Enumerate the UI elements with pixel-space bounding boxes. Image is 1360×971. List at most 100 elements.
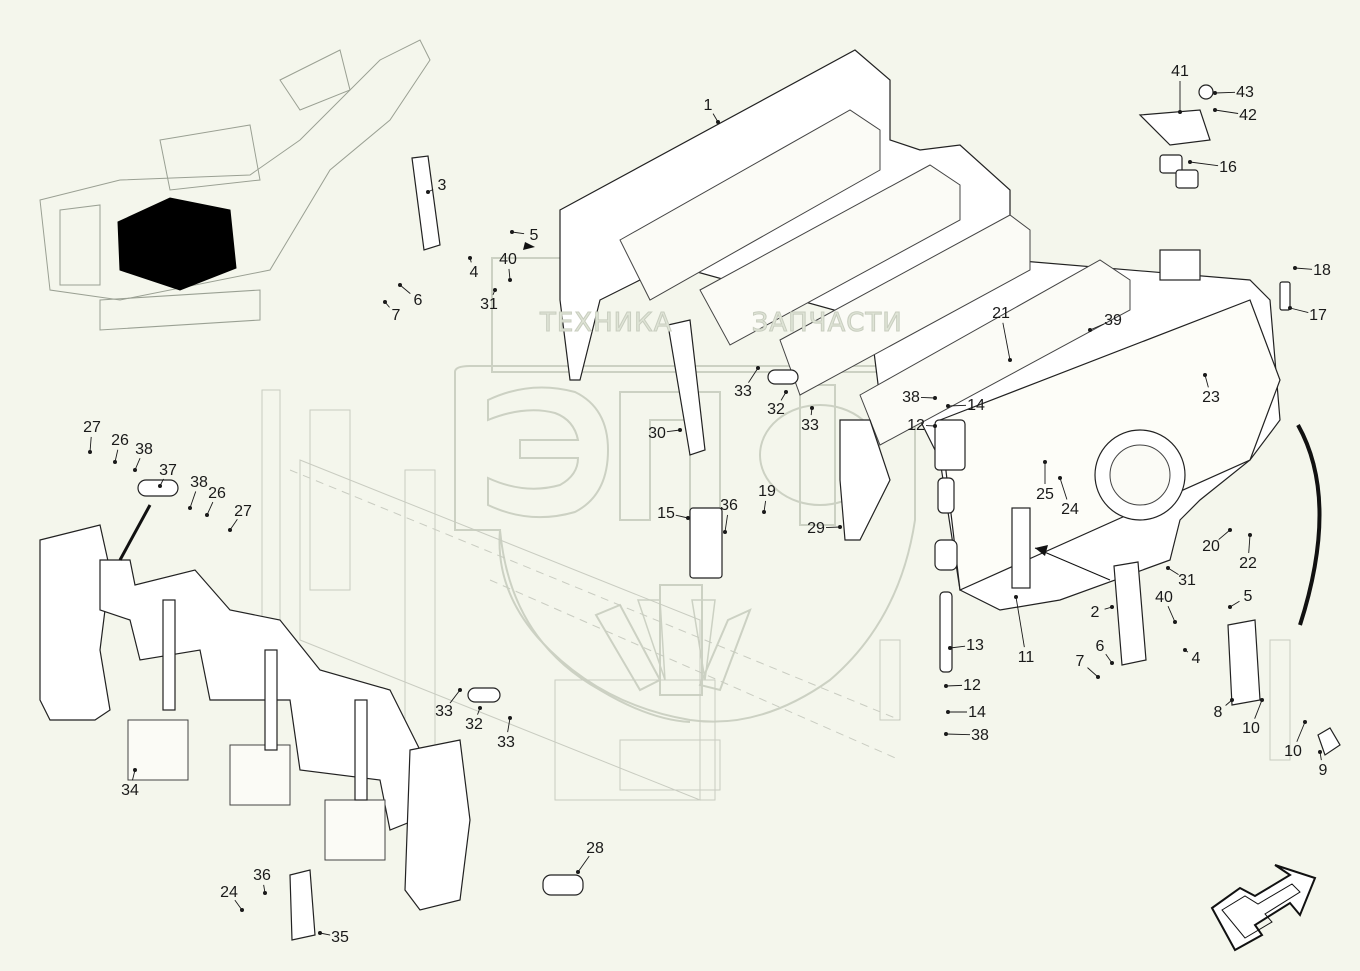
callout-dot: [1088, 328, 1092, 332]
callout-c31b: 31: [1166, 566, 1196, 589]
callout-dot: [933, 396, 937, 400]
callout-label: 33: [801, 417, 819, 434]
callout-dot: [784, 390, 788, 394]
callout-dot: [478, 706, 482, 710]
callout-dot: [1228, 528, 1232, 532]
callout-dot: [1260, 698, 1264, 702]
callout-leader: [1167, 567, 1179, 576]
callout-leader: [89, 436, 92, 453]
callout-dot: [263, 891, 267, 895]
callout-leader: [949, 645, 966, 649]
callout-dot: [458, 688, 462, 692]
callout-label: 24: [1061, 501, 1079, 518]
callout-dot: [576, 870, 580, 874]
callout-c40b: 40: [1155, 589, 1177, 624]
callout-dot: [723, 530, 727, 534]
callout-c33c: 33: [435, 688, 462, 720]
callout-c41: 41: [1171, 63, 1189, 114]
callout-c15: 15: [657, 505, 690, 522]
callout-dot: [944, 684, 948, 688]
callout-dot: [1188, 160, 1192, 164]
callout-leader: [1294, 267, 1313, 270]
callout-c6a: 6: [398, 283, 423, 309]
callout-label: 28: [586, 840, 604, 857]
callout-dot: [762, 510, 766, 514]
callout-label: 31: [480, 296, 498, 313]
callout-leader: [947, 404, 967, 407]
callout-label: 41: [1171, 63, 1189, 80]
callout-label: 19: [758, 483, 776, 500]
callout-dot: [1248, 533, 1252, 537]
callout-c38a: 38: [133, 441, 153, 472]
callout-c6b: 6: [1096, 638, 1114, 665]
callout-dot: [1203, 373, 1207, 377]
callout-c14a: 14: [946, 397, 985, 414]
callout-dot: [1213, 91, 1217, 95]
callout-leader: [1296, 721, 1306, 742]
callout-c42: 42: [1213, 107, 1257, 124]
callout-label: 33: [497, 734, 515, 751]
callout-c9: 9: [1318, 750, 1328, 779]
callout-leader: [1167, 605, 1176, 623]
callout-leader: [507, 717, 511, 733]
callout-leader: [206, 501, 214, 516]
callout-label: 17: [1309, 307, 1327, 324]
callout-leader: [511, 231, 525, 235]
callout-dot: [716, 120, 720, 124]
callout-label: 5: [530, 227, 539, 244]
callout-leader: [229, 518, 238, 531]
callout-leader: [1204, 374, 1209, 388]
callout-c8: 8: [1214, 698, 1234, 721]
callout-leader: [1289, 307, 1309, 314]
watermark-text: ТЕХНИКА ЗАПЧАСТИ: [539, 308, 903, 339]
callout-dot: [1213, 108, 1217, 112]
callout-label: 7: [1076, 653, 1085, 670]
callout-label: 9: [1319, 762, 1328, 779]
callout-c21: 21: [992, 305, 1012, 362]
callout-c27b: 27: [228, 503, 252, 532]
callout-c33a: 33: [734, 366, 760, 400]
callout-dot: [1096, 675, 1100, 679]
callout-c39: 39: [1088, 312, 1122, 332]
callout-c7b: 7: [1076, 653, 1100, 679]
callout-dot: [1303, 720, 1307, 724]
callout-dot: [1230, 698, 1234, 702]
callout-leader: [1248, 534, 1251, 554]
callout-dot: [205, 513, 209, 517]
callout-c40a: 40: [499, 251, 517, 282]
callout-label: 10: [1284, 743, 1302, 760]
callout-label: 26: [208, 485, 226, 502]
callout-c11: 11: [1014, 595, 1034, 666]
callout-dot: [88, 450, 92, 454]
ghost-background: [261, 389, 1291, 801]
callout-dot: [133, 768, 137, 772]
callout-dot: [756, 366, 760, 370]
callout-dot: [318, 931, 322, 935]
callout-dot: [1178, 110, 1182, 114]
callout-label: 35: [331, 929, 349, 946]
callout-dot: [508, 278, 512, 282]
callout-c4b: 4: [1183, 648, 1201, 667]
callout-dot: [1183, 648, 1187, 652]
callout-layer: 1234455667789101011121213141415161718192…: [83, 63, 1331, 946]
callout-c1: 1: [704, 97, 720, 124]
callout-c32a: 32: [767, 390, 788, 418]
callout-dot: [1110, 661, 1114, 665]
callout-c31a: 31: [480, 288, 498, 313]
callout-leader: [234, 899, 243, 911]
callout-c38b: 38: [188, 474, 208, 510]
callout-c20: 20: [1202, 528, 1232, 555]
callout-dot: [1173, 620, 1177, 624]
callout-label: 15: [657, 505, 675, 522]
callout-c16: 16: [1188, 159, 1237, 176]
callout-leader: [825, 526, 841, 529]
callout-label: 38: [190, 474, 208, 491]
callout-dot: [468, 256, 472, 260]
callout-label: 36: [253, 867, 271, 884]
callout-c4a: 4: [468, 256, 479, 281]
callout-dot: [678, 428, 682, 432]
callout-dot: [510, 230, 514, 234]
callout-label: 27: [83, 419, 101, 436]
